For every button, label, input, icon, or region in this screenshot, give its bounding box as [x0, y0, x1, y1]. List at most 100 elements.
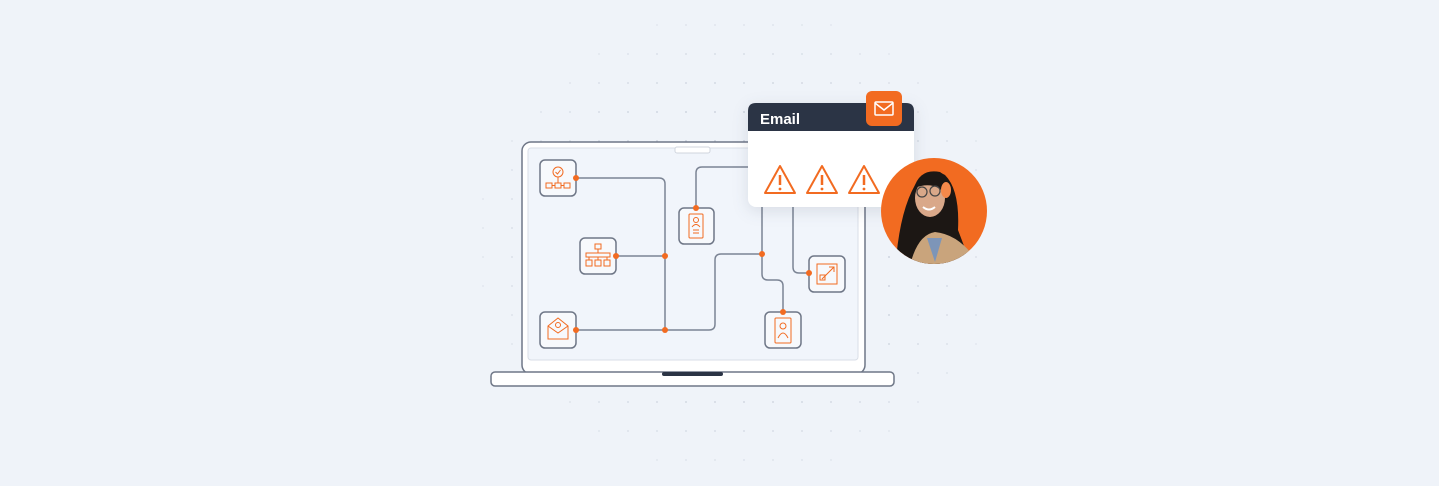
grid-dot	[917, 140, 919, 142]
open-envelope-icon	[547, 317, 569, 340]
grid-dot	[714, 53, 716, 55]
grid-dot	[772, 459, 774, 461]
trackpad-notch	[662, 372, 723, 376]
grid-dot	[511, 169, 513, 171]
grid-dot	[888, 343, 890, 345]
grid-dot	[917, 372, 919, 374]
grid-dot	[511, 198, 513, 200]
person-card-icon	[774, 317, 792, 344]
workflow-node-person-card[interactable]	[764, 311, 802, 349]
grid-dot	[801, 53, 803, 55]
grid-dot	[714, 82, 716, 84]
grid-dot	[917, 82, 919, 84]
grid-dot	[772, 430, 774, 432]
grid-dot	[917, 314, 919, 316]
grid-dot	[801, 24, 803, 26]
grid-dot	[946, 343, 948, 345]
grid-dot	[917, 111, 919, 113]
email-card[interactable]: Email	[748, 91, 914, 207]
workflow-node-mail[interactable]	[539, 311, 577, 349]
email-card-title: Email	[760, 111, 800, 128]
grid-dot	[482, 227, 484, 229]
grid-dot	[656, 82, 658, 84]
grid-dot	[569, 401, 571, 403]
workflow-node-org-chart[interactable]	[579, 237, 617, 275]
grid-dot	[482, 256, 484, 258]
grid-dot	[888, 314, 890, 316]
workflow-node-external-link[interactable]	[808, 255, 846, 293]
grid-dot	[656, 111, 658, 113]
workflow-node-approval[interactable]	[539, 159, 577, 197]
grid-dot	[888, 82, 890, 84]
grid-dot	[598, 53, 600, 55]
grid-dot	[946, 140, 948, 142]
grid-dot	[511, 285, 513, 287]
grid-dot	[511, 314, 513, 316]
warning-triangle-icon	[848, 165, 880, 194]
grid-dot	[598, 111, 600, 113]
grid-dot	[714, 459, 716, 461]
grid-dot	[685, 401, 687, 403]
envelope-badge	[866, 91, 902, 126]
warning-icons	[764, 165, 880, 194]
grid-dot	[598, 82, 600, 84]
grid-dot	[975, 140, 977, 142]
grid-dot	[975, 256, 977, 258]
grid-dot	[656, 459, 658, 461]
grid-dot	[888, 53, 890, 55]
grid-dot	[685, 111, 687, 113]
grid-dot	[511, 256, 513, 258]
grid-dot	[714, 24, 716, 26]
grid-dot	[830, 24, 832, 26]
grid-dot	[511, 140, 513, 142]
grid-dot	[975, 285, 977, 287]
grid-dot	[685, 430, 687, 432]
grid-dot	[801, 459, 803, 461]
avatar	[881, 158, 987, 264]
warning-triangle-icon	[764, 165, 796, 194]
grid-dot	[569, 111, 571, 113]
external-link-icon	[816, 263, 838, 285]
grid-dot	[772, 401, 774, 403]
grid-dot	[598, 430, 600, 432]
grid-dot	[511, 343, 513, 345]
grid-dot	[743, 430, 745, 432]
grid-dot	[975, 343, 977, 345]
grid-dot	[859, 82, 861, 84]
grid-dot	[946, 111, 948, 113]
grid-dot	[888, 256, 890, 258]
grid-dot	[801, 82, 803, 84]
grid-dot	[714, 430, 716, 432]
envelope-icon	[874, 101, 894, 116]
grid-dot	[946, 285, 948, 287]
grid-dot	[859, 430, 861, 432]
grid-dot	[830, 401, 832, 403]
grid-dot	[627, 401, 629, 403]
approval-flow-icon	[545, 166, 571, 189]
grid-dot	[627, 430, 629, 432]
connector-dots	[573, 175, 812, 333]
grid-dot	[743, 401, 745, 403]
workflow-node-id-badge[interactable]	[678, 207, 715, 245]
grid-dot	[917, 285, 919, 287]
grid-dot	[975, 314, 977, 316]
grid-dot	[946, 314, 948, 316]
grid-dot	[888, 430, 890, 432]
grid-dot	[772, 82, 774, 84]
grid-dot	[888, 401, 890, 403]
grid-dot	[772, 24, 774, 26]
grid-dot	[975, 169, 977, 171]
grid-dot	[888, 285, 890, 287]
grid-dot	[685, 459, 687, 461]
grid-dot	[714, 111, 716, 113]
grid-dot	[772, 53, 774, 55]
grid-dot	[859, 401, 861, 403]
grid-dot	[598, 401, 600, 403]
grid-dot	[482, 198, 484, 200]
grid-dot	[917, 343, 919, 345]
grid-dot	[830, 82, 832, 84]
grid-dot	[743, 24, 745, 26]
grid-dot	[627, 82, 629, 84]
grid-dot	[511, 227, 513, 229]
